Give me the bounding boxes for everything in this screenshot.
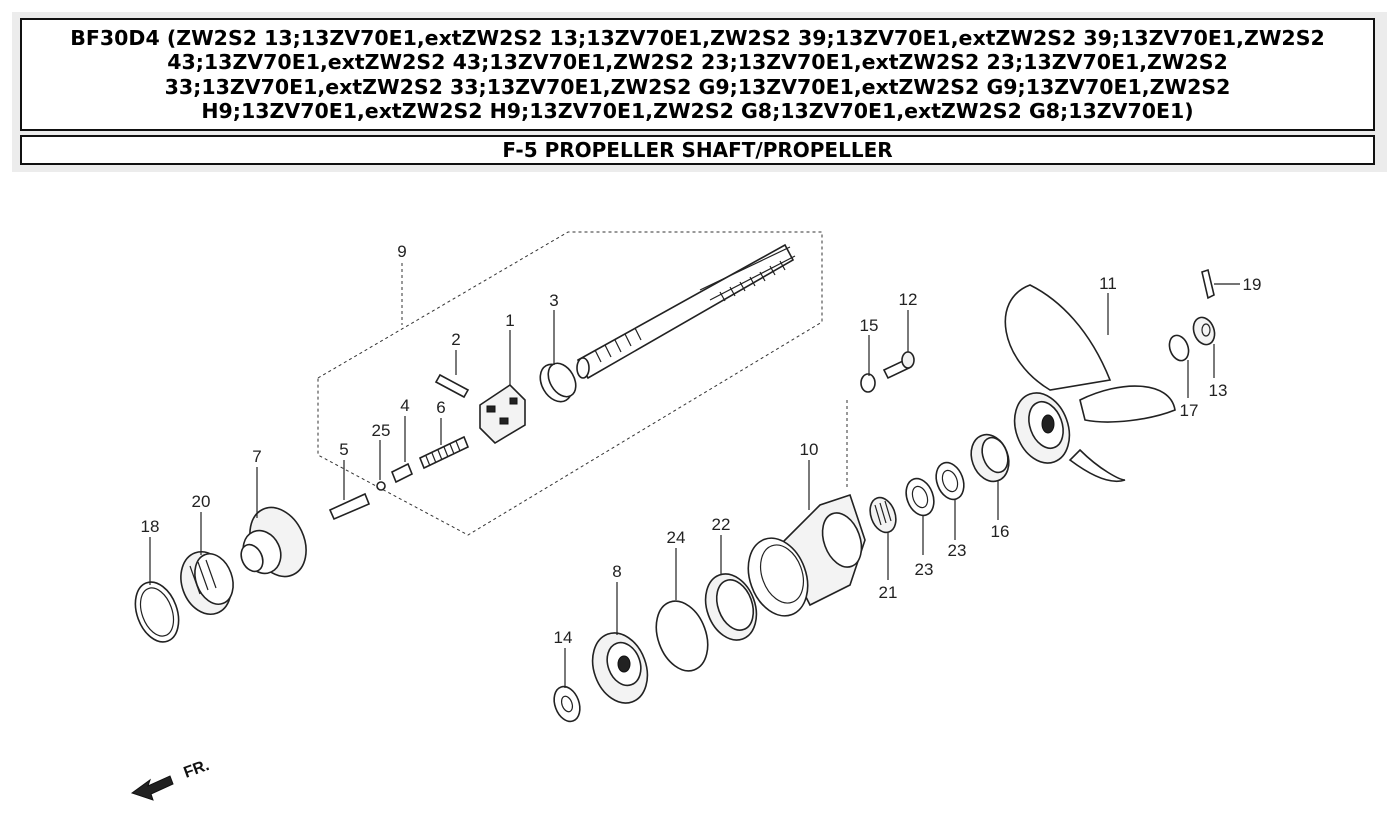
part-14-thrust-washer	[553, 685, 581, 723]
callout-1: 1	[505, 311, 514, 330]
part-2-pin	[434, 373, 470, 399]
shaft-assembly-outline	[317, 231, 823, 536]
callout-8: 8	[612, 562, 621, 581]
callout-18: 18	[141, 517, 160, 536]
part-7-bevel-gear	[240, 506, 307, 578]
front-arrow-icon	[130, 775, 174, 801]
part-18-shim-ring	[134, 581, 180, 643]
callout-20: 20	[192, 492, 211, 511]
part-12-bolt	[882, 351, 915, 380]
front-marker-label: FR.	[182, 757, 212, 782]
part-21-needle-bearing	[869, 496, 897, 534]
part-15-washer	[860, 373, 876, 393]
callout-11: 11	[1099, 274, 1117, 293]
part-16-thrust-washer	[970, 433, 1010, 483]
callout-7: 7	[252, 447, 261, 466]
part-23-oil-seal-b	[935, 461, 965, 501]
part-8-reverse-gear	[591, 632, 649, 704]
part-17-washer	[1168, 334, 1190, 362]
part-6-spring	[418, 435, 470, 470]
model-title: BF30D4 (ZW2S2 13;13ZV70E1,extZW2S2 13;13…	[70, 25, 1325, 124]
header-panel: BF30D4 (ZW2S2 13;13ZV70E1,extZW2S2 13;13…	[12, 12, 1387, 172]
callout-12: 12	[899, 290, 918, 309]
callout-15: 15	[860, 316, 879, 335]
callout-14: 14	[554, 628, 573, 647]
callout-21: 21	[879, 583, 898, 602]
title-box: BF30D4 (ZW2S2 13;13ZV70E1,extZW2S2 13;13…	[20, 18, 1375, 131]
callout-5: 5	[339, 440, 348, 459]
callout-4: 4	[400, 396, 409, 415]
callout-19: 19	[1243, 275, 1262, 294]
leader-lines	[149, 263, 1240, 688]
callout-23-a: 23	[915, 560, 934, 579]
callout-24: 24	[667, 528, 686, 547]
callout-25: 25	[372, 421, 391, 440]
callout-23-b: 23	[948, 541, 967, 560]
part-25-ball	[376, 481, 386, 491]
section-box: F-5 PROPELLER SHAFT/PROPELLER	[20, 135, 1375, 165]
part-23-oil-seal-a	[905, 477, 935, 517]
part-3-ring	[539, 362, 577, 403]
part-20-taper-bearing	[180, 551, 234, 615]
callout-3: 3	[549, 291, 558, 310]
callout-9: 9	[397, 242, 406, 261]
callout-17: 17	[1180, 401, 1199, 420]
part-1-clutch	[479, 383, 526, 445]
part-19-cotter-pin	[1201, 268, 1215, 300]
part-22-ball-bearing	[704, 573, 758, 641]
propeller-shaft	[576, 243, 796, 380]
part-4-plunger	[390, 462, 414, 484]
callout-22: 22	[712, 515, 731, 534]
callout-6: 6	[436, 398, 445, 417]
part-13-castle-nut	[1192, 316, 1216, 346]
callout-2: 2	[451, 330, 460, 349]
part-10-bearing-holder	[747, 493, 866, 617]
callout-10: 10	[800, 440, 819, 459]
section-title: F-5 PROPELLER SHAFT/PROPELLER	[502, 138, 893, 162]
part-11-propeller	[1004, 284, 1176, 482]
callout-13: 13	[1209, 381, 1228, 400]
part-24-o-ring	[655, 600, 709, 672]
callout-16: 16	[991, 522, 1010, 541]
part-5-pin	[328, 492, 371, 521]
